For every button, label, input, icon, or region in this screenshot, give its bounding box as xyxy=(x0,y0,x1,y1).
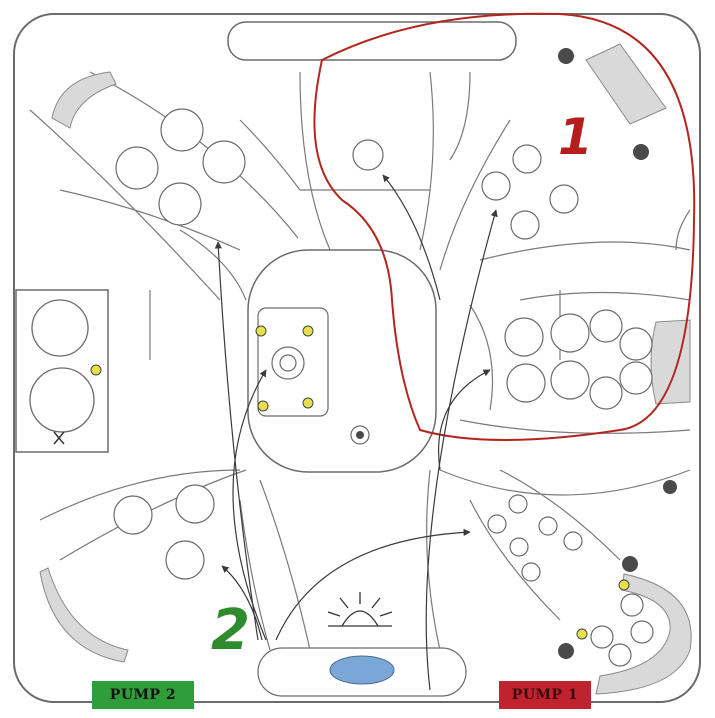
air-controls xyxy=(90,325,630,640)
close-icon xyxy=(53,431,65,445)
top-pillow xyxy=(227,21,517,61)
control-panel-icon xyxy=(329,655,395,685)
control-dial-top xyxy=(31,299,89,357)
zone1-highlight xyxy=(313,12,696,441)
flow-arrows xyxy=(214,174,498,691)
pump2-label: PUMP 2 xyxy=(92,681,194,709)
zone1-number: 1 xyxy=(558,108,593,166)
center-footwell xyxy=(247,249,437,473)
zone2-number: 2 xyxy=(211,598,250,663)
pump1-label: PUMP 1 xyxy=(499,681,591,709)
gray-pillows xyxy=(39,43,692,695)
control-dial-bottom xyxy=(29,367,95,433)
sunrise-icon xyxy=(327,592,393,627)
spa-shell xyxy=(13,13,701,703)
dark-fittings xyxy=(356,48,677,659)
center-jet-plate xyxy=(257,307,329,417)
